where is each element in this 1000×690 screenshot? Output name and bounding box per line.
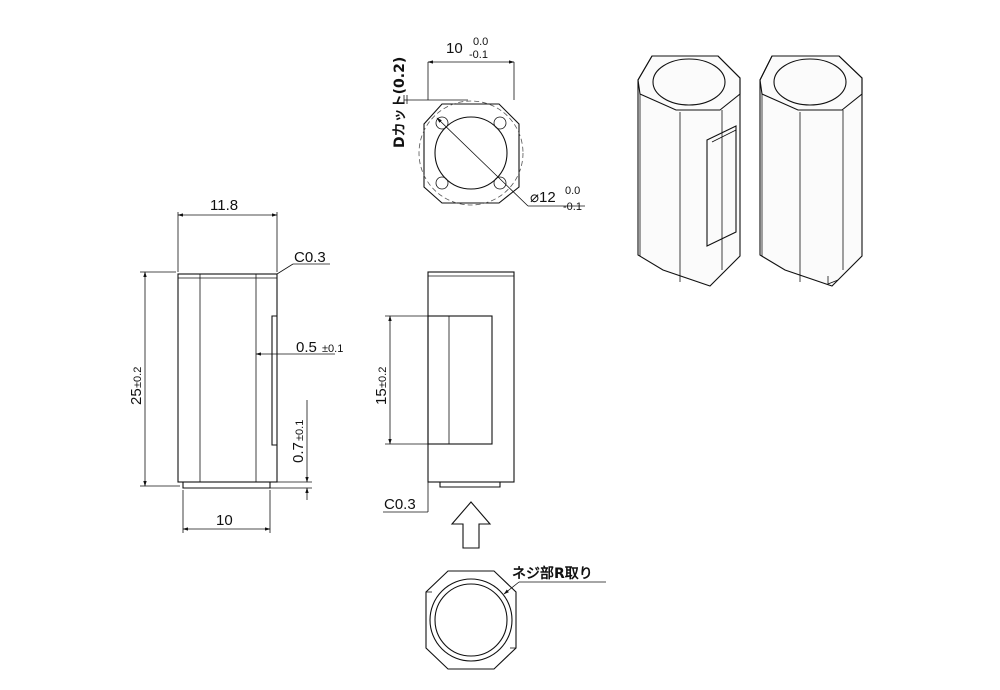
- front-body: [427, 271, 515, 483]
- iso2-foot: [827, 276, 839, 285]
- left-width-value: 11.8: [210, 197, 238, 214]
- iso1-window: [706, 125, 737, 247]
- corner-hole: [493, 116, 507, 130]
- diameter-tol-lower: -0.1: [563, 201, 582, 213]
- iso1-top-bore: [652, 58, 726, 106]
- left-height-tol: ±0.2: [132, 367, 144, 388]
- note-leader: [503, 581, 520, 595]
- view-direction-arrow: [450, 501, 492, 549]
- top-outline: [423, 103, 520, 204]
- corner-hole: [435, 176, 449, 190]
- iso1-window-line: [711, 129, 737, 143]
- left-chamfer-label: C0.3: [294, 249, 326, 266]
- top-width-value: 10: [446, 40, 463, 57]
- top-view: 10 0.0 -0.1 ⌀12 0.0 -0.1 Dカット(0.2): [392, 36, 585, 213]
- dcut-label: Dカット(0.2): [392, 57, 408, 148]
- window-value: 15: [373, 388, 390, 405]
- iso1-top-face: [637, 55, 741, 111]
- bottom-step: [439, 482, 501, 488]
- top-width-tol-lower: -0.1: [469, 49, 488, 61]
- diameter-value: ⌀12: [530, 189, 556, 206]
- side-recess: [271, 315, 277, 446]
- diameter-leader: [436, 117, 529, 207]
- iso2-top-bore: [773, 58, 847, 106]
- bottom-bore-circle: [434, 583, 508, 657]
- bottom-width-value: 10: [216, 512, 233, 529]
- window-tol: ±0.2: [377, 367, 389, 388]
- corner-hole: [435, 116, 449, 130]
- left-view: 11.8 C0.3 25 ±0.2 0.5 ±0.1 0.7: [128, 197, 343, 533]
- isometric-view-2: [759, 55, 863, 287]
- recess-value: 0.5: [296, 339, 317, 356]
- bottom-step: [182, 482, 271, 489]
- step-tol: ±0.1: [294, 420, 306, 441]
- top-width-tol-upper: 0.0: [473, 36, 488, 48]
- corner-hole: [493, 176, 507, 190]
- dcut-circle: [418, 100, 524, 206]
- thread-note: ネジ部R取り: [512, 565, 593, 582]
- front-window: [427, 315, 493, 445]
- diameter-tol-upper: 0.0: [565, 185, 580, 197]
- bottom-outer-circle: [429, 578, 513, 662]
- front-view: 15 ±0.2 C0.3: [373, 271, 515, 549]
- iso2-body: [759, 55, 863, 287]
- bore-circle: [434, 116, 508, 190]
- bottom-outline: [425, 570, 517, 670]
- recess-tol: ±0.1: [322, 343, 343, 355]
- isometric-view-1: [637, 55, 741, 287]
- bottom-view: ネジ部R取り: [425, 565, 606, 670]
- step-value: 0.7: [290, 442, 307, 463]
- iso1-body: [637, 55, 741, 287]
- chamfer-leader: [276, 263, 294, 275]
- front-chamfer-label: C0.3: [384, 496, 416, 513]
- iso2-top-face: [759, 55, 863, 111]
- left-height-value: 25: [128, 388, 145, 405]
- left-body: [177, 273, 278, 483]
